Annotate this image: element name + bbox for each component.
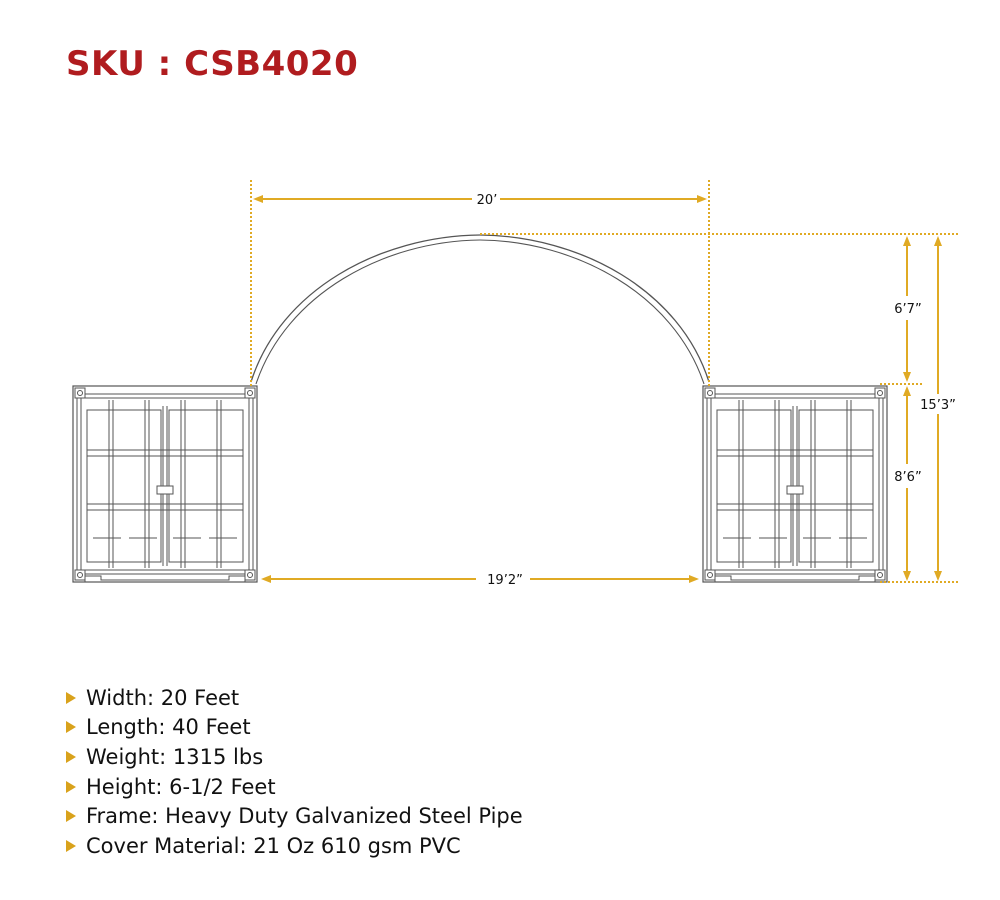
left-container-drawing [72, 385, 258, 583]
total-height-dimension: 15’3” [920, 236, 956, 581]
bullet-arrow-icon [66, 691, 76, 704]
total-height-label: 15’3” [920, 398, 956, 413]
arch-height-label: 6’7” [894, 302, 921, 317]
spec-list: Width: 20 Feet Length: 40 Feet Weight: 1… [64, 683, 523, 861]
inner-width-dimension: 19’2” [261, 573, 699, 588]
bullet-arrow-icon [66, 839, 76, 852]
spec-item-cover-material: Cover Material: 21 Oz 610 gsm PVC [64, 831, 523, 861]
width-dimension: 20’ [253, 193, 707, 208]
arch-frame [250, 234, 710, 385]
arch-height-dimension: 6’7” [894, 236, 922, 382]
inner-width-label: 19’2” [487, 573, 523, 588]
bullet-arrow-icon [66, 780, 76, 793]
container-height-label: 8’6” [894, 470, 921, 485]
spec-item-frame: Frame: Heavy Duty Galvanized Steel Pipe [64, 801, 523, 831]
bullet-arrow-icon [66, 810, 76, 823]
container-height-dimension: 8’6” [894, 386, 922, 581]
width-label: 20’ [477, 193, 498, 208]
spec-item-width: Width: 20 Feet [64, 683, 523, 713]
bullet-arrow-icon [66, 721, 76, 734]
bullet-arrow-icon [66, 750, 76, 763]
right-container-drawing [702, 385, 888, 583]
extension-lines [250, 180, 958, 583]
spec-item-length: Length: 40 Feet [64, 713, 523, 743]
spec-item-height: Height: 6-1/2 Feet [64, 772, 523, 802]
sku-title: SKU : CSB4020 [66, 44, 359, 84]
spec-item-weight: Weight: 1315 lbs [64, 742, 523, 772]
